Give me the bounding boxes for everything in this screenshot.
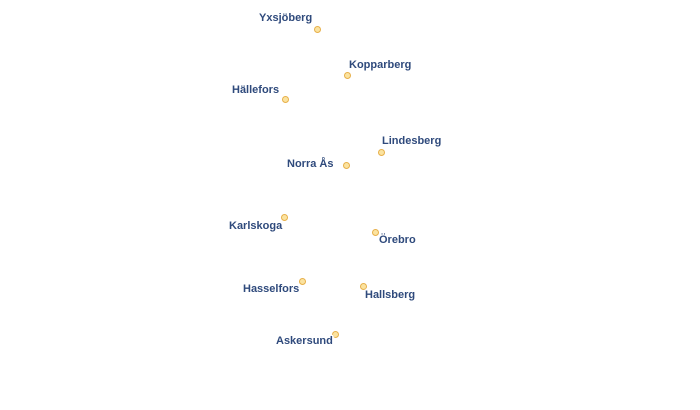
place-label: Hällefors [232,84,280,96]
place-label: Karlskoga [229,220,283,232]
place-marker-icon[interactable] [377,148,385,156]
place-marker-icon[interactable] [359,282,367,290]
place-marker-icon[interactable] [280,213,288,221]
place-label: Yxsjöberg [259,12,313,24]
place-label: Askersund [276,335,333,347]
place-marker-icon[interactable] [281,95,289,103]
place-marker-icon[interactable] [313,25,321,33]
place-label: Norra Ås [287,158,334,170]
place-label: Kopparberg [349,59,412,71]
place-marker-icon[interactable] [343,71,351,79]
place-marker-icon[interactable] [342,161,350,169]
place-marker-icon[interactable] [331,330,339,338]
place-label: Hallsberg [365,289,416,301]
place-label: Örebro [379,234,416,246]
place-marker-icon[interactable] [298,277,306,285]
place-marker-icon[interactable] [371,228,379,236]
place-label: Hasselfors [243,283,300,295]
place-label: Lindesberg [382,135,442,147]
